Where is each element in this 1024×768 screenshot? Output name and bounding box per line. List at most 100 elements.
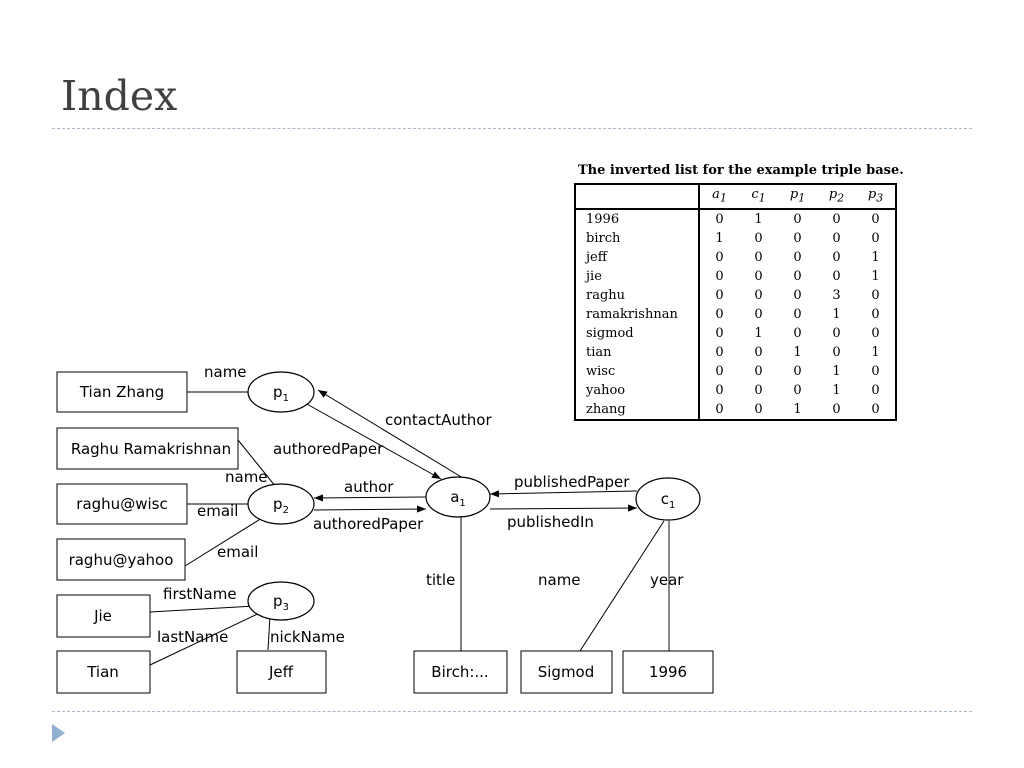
- count-cell: 0: [754, 230, 763, 246]
- literal-tian-zhang-text: Tian Zhang: [79, 383, 164, 401]
- edge-authored-paper-p2: [313, 505, 427, 513]
- title-divider: [52, 128, 972, 129]
- edge-author: [313, 494, 427, 502]
- count-cell: 0: [715, 363, 724, 379]
- edge-p2-email-yahoo: [184, 517, 263, 567]
- count-cell: 0: [754, 268, 763, 284]
- count-cell: 0: [754, 306, 763, 322]
- term-cell: ramakrishnan: [575, 304, 700, 324]
- term-cell: yahoo: [575, 380, 700, 400]
- edge-label-published-paper: publishedPaper: [514, 473, 630, 491]
- count-cell: 0: [754, 287, 763, 303]
- edge-label-nick-name: nickName: [270, 628, 345, 646]
- count-cell: 0: [793, 268, 802, 284]
- column-header-sub: 1: [758, 191, 766, 205]
- node-p2-sub: 2: [283, 505, 289, 516]
- column-header: p3: [856, 184, 896, 210]
- column-header-base: p: [867, 187, 877, 202]
- count-cell: 0: [793, 382, 802, 398]
- edge-label-authored-paper-p2: authoredPaper: [313, 515, 424, 533]
- node-a1-base: a: [450, 488, 459, 506]
- count-cell: 1: [871, 344, 880, 360]
- count-cell: 0: [793, 287, 802, 303]
- count-cell: 0: [754, 382, 763, 398]
- edge-label-p1-name: name: [204, 363, 247, 381]
- count-cell: 1: [754, 211, 763, 227]
- term-cell: birch: [575, 228, 700, 248]
- slide-title: Index: [61, 72, 178, 120]
- term-cell: tian: [575, 342, 700, 362]
- node-p1-base: p: [273, 383, 283, 401]
- edge-published-paper: [489, 490, 638, 498]
- node-p2-base: p: [273, 495, 283, 513]
- count-cell: 0: [715, 287, 724, 303]
- node-c1-base: c: [661, 490, 669, 508]
- literal-birch: [413, 650, 508, 694]
- edge-label-p2-name: name: [225, 468, 268, 486]
- node-a1-sub: 1: [459, 498, 465, 509]
- literal-tian: [56, 650, 151, 694]
- edge-label-email-yahoo: email: [217, 543, 258, 561]
- term-cell: raghu: [575, 285, 700, 305]
- count-cell: 1: [832, 363, 841, 379]
- node-c1-label: c1: [661, 490, 676, 511]
- count-cell: 0: [871, 230, 880, 246]
- edge-label-last-name: lastName: [157, 628, 228, 646]
- count-cell: 0: [754, 363, 763, 379]
- column-header: p1: [778, 184, 817, 210]
- literal-raghu-wisc: [56, 483, 188, 525]
- node-a1: [425, 476, 491, 518]
- count-cell: 1: [793, 344, 802, 360]
- term-cell: 1996: [575, 208, 700, 229]
- edge-label-c1-name: name: [538, 571, 581, 589]
- literal-raghu-yahoo-text: raghu@yahoo: [69, 551, 174, 569]
- literal-tian-text: Tian: [86, 663, 119, 681]
- term-cell: wisc: [575, 361, 700, 381]
- count-cell: 0: [832, 344, 841, 360]
- edge-p3-firstname: [149, 605, 257, 613]
- count-cell: 0: [793, 211, 802, 227]
- column-header-sub: 1: [798, 191, 806, 205]
- count-cell: 0: [832, 401, 841, 417]
- count-cell: 0: [793, 306, 802, 322]
- edge-label-author: author: [344, 478, 394, 496]
- literal-raghu-wisc-text: raghu@wisc: [76, 495, 167, 513]
- count-cell: 1: [871, 268, 880, 284]
- edge-label-first-name: firstName: [163, 585, 237, 603]
- count-cell: 1: [832, 306, 841, 322]
- term-cell: zhang: [575, 399, 700, 420]
- literal-tian-zhang: [56, 371, 188, 413]
- node-p3: [247, 581, 315, 621]
- count-cell: 0: [715, 211, 724, 227]
- count-cell: 0: [871, 401, 880, 417]
- count-cell: 0: [832, 325, 841, 341]
- edge-label-contact-author: contactAuthor: [385, 411, 492, 429]
- count-cell: 0: [754, 249, 763, 265]
- edge-contact-author: [317, 389, 464, 479]
- bullet-arrow-icon: [52, 724, 65, 742]
- column-header-sub: 2: [837, 191, 845, 205]
- count-cell: 1: [715, 230, 724, 246]
- column-header: c1: [739, 184, 778, 210]
- count-cell: 1: [793, 401, 802, 417]
- literal-sigmod: [520, 650, 613, 694]
- literal-raghu-ramakrishnan: [56, 427, 239, 470]
- column-header-base: p: [828, 187, 838, 202]
- column-header-base: p: [789, 187, 799, 202]
- column-header-sub: 3: [876, 191, 884, 205]
- node-a1-label: a1: [450, 488, 466, 509]
- count-cell: 0: [793, 230, 802, 246]
- edge-published-in: [489, 504, 638, 512]
- count-cell: 0: [871, 325, 880, 341]
- literal-1996-text: 1996: [649, 663, 687, 681]
- footer-divider: [52, 711, 972, 712]
- edge-label-authored-paper-p1: authoredPaper: [273, 440, 384, 458]
- node-c1-sub: 1: [669, 500, 675, 511]
- node-p3-sub: 3: [283, 602, 289, 613]
- edge-label-email-wisc: email: [197, 502, 238, 520]
- count-cell: 0: [871, 363, 880, 379]
